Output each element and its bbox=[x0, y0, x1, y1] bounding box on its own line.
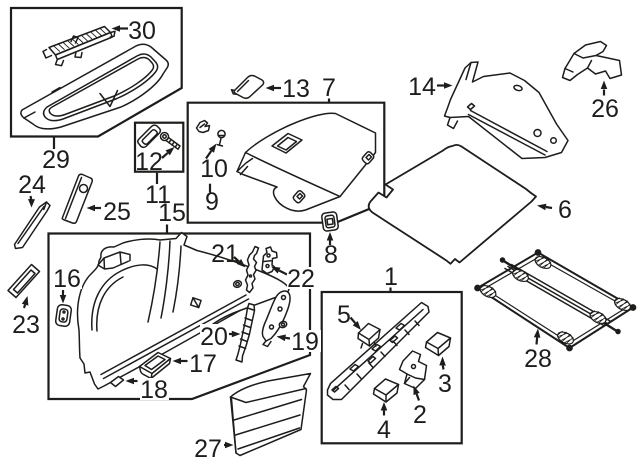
callout-15-label[interactable]: 15 bbox=[158, 199, 186, 227]
part-8-grommet-drawing bbox=[321, 211, 339, 232]
callout-20-arrow bbox=[228, 330, 241, 338]
callout-7-label[interactable]: 7 bbox=[322, 74, 336, 102]
callout-23-label[interactable]: 23 bbox=[12, 311, 40, 339]
callout-13-arrow bbox=[265, 84, 281, 92]
callout-14-arrow bbox=[437, 82, 453, 89]
part-23-bezel-drawing bbox=[7, 263, 41, 299]
part-14-quarter-trim-drawing bbox=[443, 61, 569, 160]
part-18-pad-drawing bbox=[109, 375, 125, 388]
callout-19-arrow bbox=[276, 334, 291, 342]
callout-12-arrow bbox=[161, 147, 175, 159]
part-13-cap-drawing bbox=[230, 74, 265, 100]
callout-13-label[interactable]: 13 bbox=[282, 75, 310, 103]
callout-5-label[interactable]: 5 bbox=[337, 301, 351, 329]
callout-10-arrow bbox=[205, 143, 217, 160]
callout-23-arrow bbox=[21, 296, 29, 309]
part-12-grommet-and-bolt-drawing bbox=[137, 124, 181, 150]
label-halo bbox=[287, 267, 316, 289]
callout-labels: 1 2 3 4 5 6 7 8 9 10 11 12 13 14 15 16 1… bbox=[12, 17, 619, 463]
callout-17-arrow bbox=[172, 357, 188, 365]
callout-16-arrow bbox=[59, 290, 67, 304]
label-halo bbox=[189, 351, 218, 374]
callout-1-label[interactable]: 1 bbox=[384, 263, 398, 291]
callout-25-arrow bbox=[86, 204, 101, 212]
part-30-grille-drawing bbox=[42, 25, 116, 67]
part-2-bracket-drawing bbox=[398, 350, 428, 390]
callout-3-label[interactable]: 3 bbox=[438, 370, 452, 398]
part-4-clip-drawing bbox=[372, 378, 400, 403]
callout-12-label[interactable]: 12 bbox=[135, 148, 163, 176]
part-17-tray-drawing bbox=[138, 351, 172, 380]
callout-2-label[interactable]: 2 bbox=[413, 401, 427, 429]
arrows bbox=[21, 25, 608, 449]
callout-29-label[interactable]: 29 bbox=[42, 146, 70, 174]
part-art bbox=[7, 25, 637, 457]
part-26-bracket-drawing bbox=[561, 40, 623, 82]
part-5-clip-drawing bbox=[357, 322, 381, 349]
part-29-shelf-drawing bbox=[20, 43, 170, 130]
callout-24-arrow bbox=[28, 195, 35, 208]
part-15-quarter-trim-drawing bbox=[76, 231, 290, 390]
callout-2-arrow bbox=[413, 385, 421, 401]
part-6-mat-drawing bbox=[367, 143, 537, 265]
callout-20-label[interactable]: 20 bbox=[200, 323, 228, 351]
callout-21-label[interactable]: 21 bbox=[211, 240, 239, 268]
label-halo bbox=[200, 324, 229, 347]
part-27-panel-drawing bbox=[229, 372, 312, 457]
callout-30-label[interactable]: 30 bbox=[128, 17, 156, 45]
callout-10-label[interactable]: 10 bbox=[200, 155, 228, 183]
callout-22-label[interactable]: 22 bbox=[287, 265, 315, 293]
callout-14-label[interactable]: 14 bbox=[408, 73, 436, 101]
callout-26-label[interactable]: 26 bbox=[591, 95, 619, 123]
callout-28-label[interactable]: 28 bbox=[524, 345, 552, 373]
callout-3-arrow bbox=[439, 356, 446, 370]
part-7-cover-drawing bbox=[236, 112, 377, 212]
callout-17-label[interactable]: 17 bbox=[189, 350, 217, 378]
part-24-flap-drawing bbox=[13, 201, 51, 250]
part-16-clip-drawing bbox=[54, 303, 73, 328]
label-halo bbox=[53, 266, 82, 289]
leader-lines bbox=[52, 98, 392, 292]
callout-6-label[interactable]: 6 bbox=[558, 196, 572, 224]
callout-11-label[interactable]: 11 bbox=[145, 181, 171, 209]
part-3-clip-drawing bbox=[424, 331, 452, 357]
callout-18-arrow bbox=[125, 377, 138, 385]
callout-22-arrow bbox=[271, 266, 288, 276]
part-28-rack-drawing bbox=[474, 249, 637, 352]
label-halo bbox=[321, 245, 341, 265]
label-halo bbox=[140, 378, 169, 400]
callout-19-label[interactable]: 19 bbox=[291, 328, 319, 356]
part-25-pad-drawing bbox=[61, 173, 94, 225]
callout-5-arrow bbox=[349, 316, 361, 330]
label-halos bbox=[53, 245, 341, 459]
callout-28-arrow bbox=[533, 328, 541, 345]
callout-6-arrow bbox=[537, 203, 553, 211]
callout-8-label[interactable]: 8 bbox=[324, 241, 338, 269]
part-20-rail-drawing bbox=[235, 302, 256, 363]
callout-24-label[interactable]: 24 bbox=[18, 171, 46, 199]
group-box-1 bbox=[320, 290, 463, 445]
callout-16-label[interactable]: 16 bbox=[53, 265, 81, 293]
callout-30-arrow bbox=[111, 25, 128, 32]
callout-4-label[interactable]: 4 bbox=[377, 416, 391, 444]
callout-21-arrow bbox=[233, 256, 246, 268]
part-1-sill-plate-drawing bbox=[326, 301, 430, 401]
callout-27-label[interactable]: 27 bbox=[194, 435, 222, 463]
part-21-strap-drawing bbox=[232, 245, 260, 294]
callout-25-label[interactable]: 25 bbox=[103, 198, 131, 226]
callout-9-label[interactable]: 9 bbox=[205, 188, 219, 216]
callout-4-arrow bbox=[380, 402, 388, 416]
callout-18-label[interactable]: 18 bbox=[140, 376, 168, 404]
part-19-bracket-drawing bbox=[261, 290, 291, 348]
part-10-clips-drawing bbox=[195, 119, 226, 147]
label-halo bbox=[290, 330, 321, 352]
label-halo bbox=[194, 436, 224, 459]
callout-26-arrow bbox=[600, 80, 608, 96]
